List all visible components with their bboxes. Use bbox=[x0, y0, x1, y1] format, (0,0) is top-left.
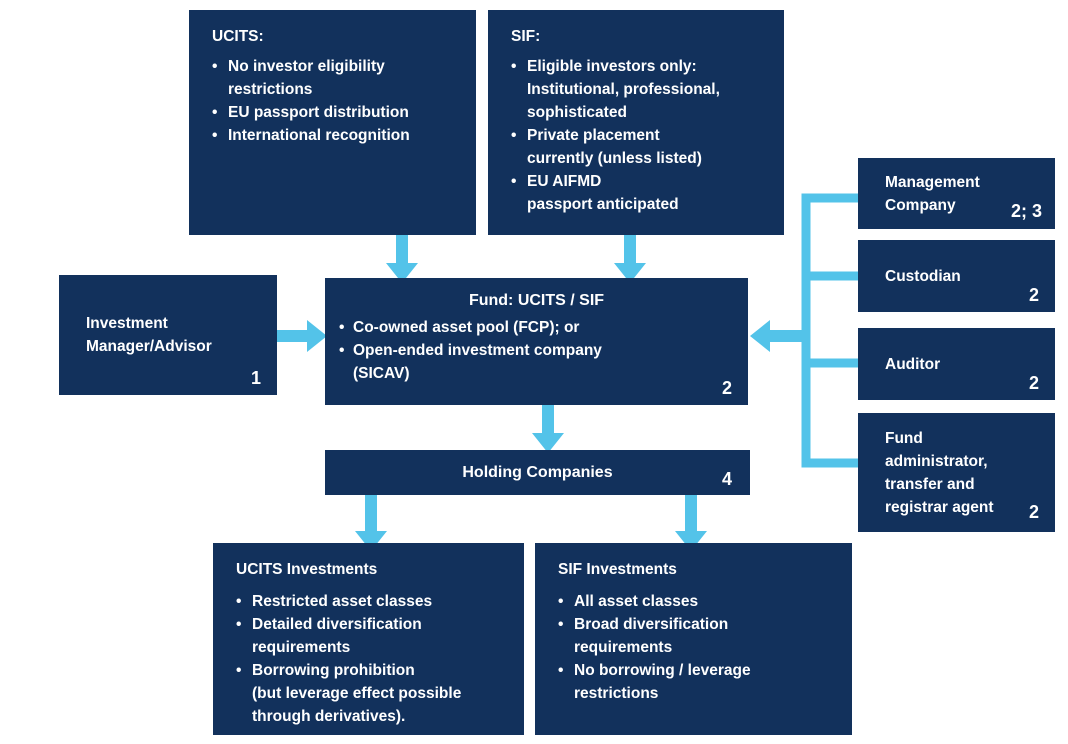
management-company-box: Management Company 2; 3 bbox=[858, 158, 1055, 229]
ucits-investments-bullet-3: Borrowing prohibition (but leverage effe… bbox=[252, 662, 462, 725]
bullet-icon: • bbox=[236, 616, 242, 633]
fund-administrator-label: Fund administrator, transfer and registr… bbox=[885, 429, 994, 516]
ucits-investments-box: UCITS Investments • Restricted asset cla… bbox=[213, 543, 524, 735]
custodian-box: Custodian 2 bbox=[858, 240, 1055, 312]
investment-manager-label: Investment Manager/Advisor bbox=[86, 315, 212, 355]
holding-companies-box: Holding Companies 4 bbox=[325, 450, 750, 495]
ucits-box-title: UCITS: bbox=[212, 28, 264, 45]
list-item: • Restricted asset classes bbox=[236, 590, 512, 613]
sif-investments-title: SIF Investments bbox=[558, 561, 677, 578]
list-item: • All asset classes bbox=[558, 590, 840, 613]
bullet-icon: • bbox=[236, 662, 242, 679]
list-item: • Open-ended investment company (SICAV) bbox=[339, 339, 748, 385]
list-item: • International recognition bbox=[212, 124, 464, 147]
sif-bullet-3: EU AIFMD passport anticipated bbox=[527, 173, 679, 213]
list-item: • EU AIFMD passport anticipated bbox=[511, 170, 772, 216]
sif-box-title: SIF: bbox=[511, 28, 541, 45]
list-item: • Broad diversification requirements bbox=[558, 613, 840, 659]
arrow-service-providers-to-fund bbox=[750, 320, 806, 352]
sif-investments-box: SIF Investments • All asset classes • Br… bbox=[535, 543, 852, 735]
holding-companies-label: Holding Companies bbox=[462, 464, 613, 481]
bullet-icon: • bbox=[558, 593, 564, 610]
auditor-footnote: 2 bbox=[1028, 373, 1039, 393]
bullet-icon: • bbox=[511, 173, 517, 190]
ucits-box: UCITS: • No investor eligibility restric… bbox=[189, 10, 476, 235]
management-company-label: Management Company bbox=[885, 173, 980, 214]
bullet-icon: • bbox=[558, 662, 564, 679]
arrow-investment-manager-to-fund bbox=[277, 320, 327, 352]
list-item: • Eligible investors only: Institutional… bbox=[511, 55, 772, 124]
bullet-icon: • bbox=[212, 58, 218, 75]
fund-box: Fund: UCITS / SIF • Co-owned asset pool … bbox=[325, 278, 748, 405]
sif-box: SIF: • Eligible investors only: Institut… bbox=[488, 10, 784, 235]
ucits-investments-title: UCITS Investments bbox=[236, 561, 378, 578]
bullet-icon: • bbox=[511, 127, 517, 144]
bullet-icon: • bbox=[212, 104, 218, 121]
bracket-service-providers bbox=[801, 193, 858, 468]
ucits-investments-bullet-2: Detailed diversification requirements bbox=[252, 616, 422, 656]
bullet-icon: • bbox=[339, 319, 345, 336]
fund-administrator-footnote: 2 bbox=[1028, 502, 1039, 522]
arrow-ucits-to-fund bbox=[386, 235, 418, 283]
bullet-icon: • bbox=[236, 593, 242, 610]
sif-investments-bullet-3: No borrowing / leverage restrictions bbox=[574, 662, 751, 702]
fund-footnote: 2 bbox=[721, 378, 732, 398]
list-item: • EU passport distribution bbox=[212, 101, 464, 124]
fund-box-title: Fund: UCITS / SIF bbox=[468, 292, 605, 309]
list-item: • Detailed diversification requirements bbox=[236, 613, 512, 659]
ucits-bullet-3: International recognition bbox=[228, 127, 410, 144]
holding-companies-footnote: 4 bbox=[721, 469, 732, 489]
investment-manager-footnote: 1 bbox=[250, 368, 261, 388]
fund-administrator-box: Fund administrator, transfer and registr… bbox=[858, 413, 1055, 532]
sif-investments-bullet-1: All asset classes bbox=[574, 593, 699, 610]
fund-bullet-list: • Co-owned asset pool (FCP); or • Open-e… bbox=[325, 316, 748, 385]
arrow-fund-to-holding bbox=[532, 405, 564, 453]
list-item: • Co-owned asset pool (FCP); or bbox=[339, 316, 748, 339]
list-item: • Borrowing prohibition (but leverage ef… bbox=[236, 659, 512, 728]
custodian-label: Custodian bbox=[885, 267, 961, 285]
list-item: • Private placement currently (unless li… bbox=[511, 124, 772, 170]
ucits-bullet-2: EU passport distribution bbox=[228, 104, 409, 121]
investment-manager-box: Investment Manager/Advisor 1 bbox=[59, 275, 277, 395]
fund-bullet-1: Co-owned asset pool (FCP); or bbox=[353, 319, 580, 336]
custodian-footnote: 2 bbox=[1028, 285, 1039, 305]
sif-bullet-2: Private placement currently (unless list… bbox=[527, 127, 702, 167]
bullet-icon: • bbox=[558, 616, 564, 633]
fund-bullet-2: Open-ended investment company (SICAV) bbox=[353, 342, 602, 382]
bullet-icon: • bbox=[339, 342, 345, 359]
sif-bullet-1: Eligible investors only: Institutional, … bbox=[527, 58, 720, 121]
ucits-bullet-1: No investor eligibility restrictions bbox=[228, 58, 385, 98]
ucits-investments-bullet-1: Restricted asset classes bbox=[252, 593, 433, 610]
auditor-box: Auditor 2 bbox=[858, 328, 1055, 400]
list-item: • No investor eligibility restrictions bbox=[212, 55, 464, 101]
bullet-icon: • bbox=[511, 58, 517, 75]
arrow-sif-to-fund bbox=[614, 235, 646, 283]
management-company-footnote: 2; 3 bbox=[1010, 201, 1042, 221]
bullet-icon: • bbox=[212, 127, 218, 144]
list-item: • No borrowing / leverage restrictions bbox=[558, 659, 840, 705]
sif-investments-bullet-2: Broad diversification requirements bbox=[574, 616, 729, 656]
auditor-label: Auditor bbox=[885, 355, 941, 373]
